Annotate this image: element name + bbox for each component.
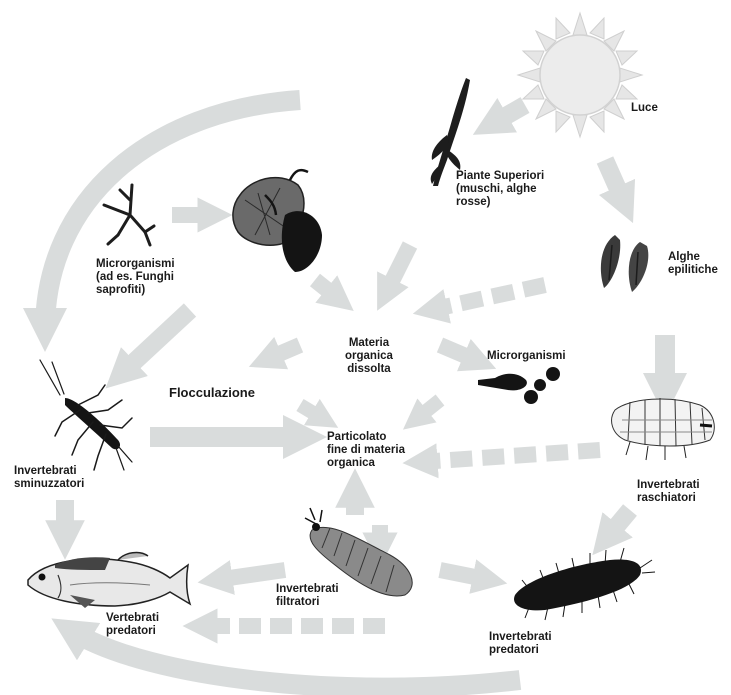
arrow-scraper-to-predators [605,510,630,540]
label-microrganismi-funghi: Microrganismi (ad es. Funghi saprofiti) [96,258,175,297]
fungi-icon [104,185,154,245]
label-invertebrati-raschiatori: Invertebrati raschiatori [637,479,700,505]
arrow-sun-to-plants [490,105,525,125]
label-particolato: Particolato fine di materia organica [327,431,405,470]
label-microrganismi: Microrganismi [487,350,566,363]
fish-icon [28,553,190,608]
label-invertebrati-filtratori: Invertebrati filtratori [276,583,339,609]
curved-arrow-bottom [70,630,520,688]
predator-larva-icon [514,548,655,620]
sun-icon [518,13,642,137]
label-invertebrati-predatori: Invertebrati predatori [489,631,552,657]
arrow-leaves-to-center [315,280,340,300]
label-invertebrati-sminuzzatori: Invertebrati sminuzzatori [14,465,84,491]
arrow-scraper-to-particulate [420,450,600,462]
label-piante-superiori: Piante Superiori (muschi, alghe rosse) [456,170,544,209]
arrow-sun-to-algae [605,160,625,205]
arrow-plants-to-center [385,245,410,295]
arrow-dom-to-microorganisms [440,345,480,362]
arrow-filter-to-predators [440,570,490,580]
label-alghe-epilitiche: Alghe epilitiche [668,251,718,277]
scraper-larva-icon [612,398,715,460]
shredder-insect-icon [40,360,132,470]
leaves-icon [233,170,322,272]
label-materia-organica-dissolta: Materia organica dissolta [345,337,393,376]
algae-icon [601,235,648,292]
arrow-flocculation-to-particulate [300,405,325,420]
label-vertebrati-predatori: Vertebrati predatori [106,612,159,638]
arrow-microorganisms-to-particulate [415,400,440,420]
arrow-fungi-to-shredder [120,310,190,375]
label-luce: Luce [631,102,658,115]
arrow-algae-to-center [430,285,545,310]
arrow-filter-to-fish [215,570,285,580]
label-flocculazione: Flocculazione [169,385,255,400]
arrow-dom-to-flocculation [265,345,300,360]
microorganism-icon [478,367,560,404]
